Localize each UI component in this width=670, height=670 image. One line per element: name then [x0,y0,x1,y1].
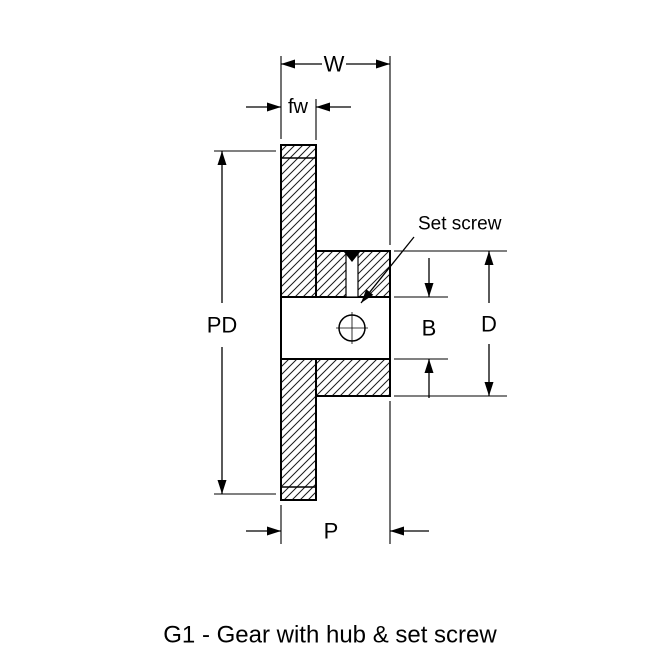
label-bore: B [422,316,437,341]
leader-line [360,236,415,304]
set-screw-callout: Set screw [360,214,502,304]
label-overall-width: W [324,52,345,77]
dimension-face-width: fw [246,96,351,140]
set-screw-countersink [344,252,360,262]
figure-caption: G1 - Gear with hub & set screw [163,622,497,649]
dimension-hub-projection: P [246,401,429,544]
label-face-width: fw [288,96,309,118]
label-pitch-diameter: PD [207,313,238,338]
dimension-bore: B [394,258,448,398]
dimension-pitch-diameter: PD [207,150,276,495]
bore [280,296,391,360]
label-hub-diameter: D [481,312,497,337]
gear-cross-section [280,144,391,501]
label-hub-projection: P [324,519,339,544]
label-set-screw: Set screw [418,214,502,235]
dimension-overall-width: W [280,52,391,245]
dimension-hub-diameter: D [394,250,507,397]
